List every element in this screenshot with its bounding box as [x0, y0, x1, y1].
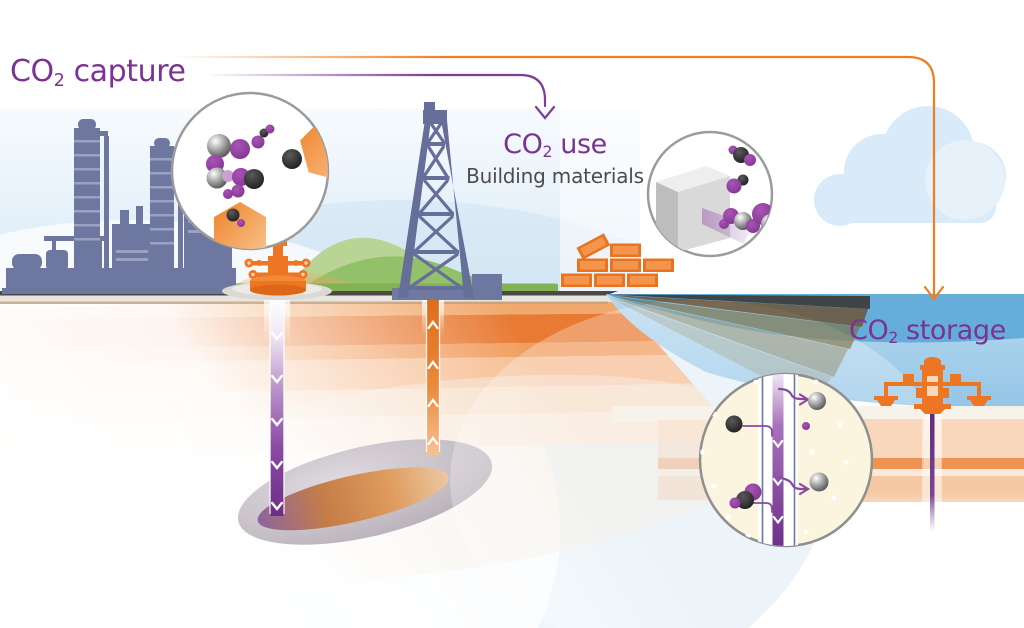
- co2-capture-label: CO2 capture: [10, 54, 186, 91]
- down-chevrons: [271, 331, 283, 511]
- mineral-particle: [808, 392, 826, 410]
- up-chevrons: [427, 320, 439, 446]
- co2-use-subscript: 2: [542, 142, 553, 162]
- reservoir: [237, 439, 493, 545]
- co2-capture-word: capture: [64, 54, 186, 89]
- building-materials-caption: Building materials: [466, 164, 644, 188]
- storage-pipe: [924, 409, 941, 532]
- concrete-block-inset: [646, 130, 774, 258]
- co2-particle: [725, 415, 743, 433]
- co2-storage-label: CO2 storage: [849, 315, 1006, 348]
- co2-use-word: use: [552, 129, 607, 160]
- co2-storage-word: storage: [897, 315, 1006, 346]
- production-pipe: [422, 296, 444, 455]
- subsea-wellhead-icon: [874, 357, 991, 414]
- co2-use-label: CO2 use: [430, 129, 680, 162]
- capture-to-use-arrow: [210, 73, 556, 120]
- hexagon-icon: [300, 117, 328, 181]
- co2-use-prefix: CO: [503, 129, 543, 160]
- capture-to-storage-arrow: [176, 55, 945, 301]
- drilling-derrick-icon: [392, 102, 502, 300]
- bricks-icon: [561, 233, 674, 287]
- derrick-braces: [408, 121, 463, 290]
- co2-storage-prefix: CO: [849, 315, 889, 346]
- injection-wellhead-icon: [222, 224, 332, 300]
- injection-pipe: [264, 296, 290, 516]
- co2-molecules-inset: [170, 91, 330, 251]
- molecule-spheres: [206, 124, 302, 227]
- co2-capture-prefix: CO: [10, 54, 54, 89]
- co2-molecule-cluster: [729, 483, 762, 509]
- mineral-particle: [809, 472, 829, 492]
- down-chevrons: [772, 439, 784, 525]
- co2-storage-subscript: 2: [888, 328, 898, 348]
- well-co2-stream: [772, 374, 784, 546]
- dissolution-arrows: [742, 387, 811, 513]
- co2-capture-subscript: 2: [53, 70, 65, 91]
- co2-particle: [802, 422, 810, 430]
- derrick-bars: [408, 102, 464, 290]
- brick: [561, 233, 674, 287]
- storage-well-inset: [698, 372, 874, 548]
- cloud-icon: [814, 106, 1006, 226]
